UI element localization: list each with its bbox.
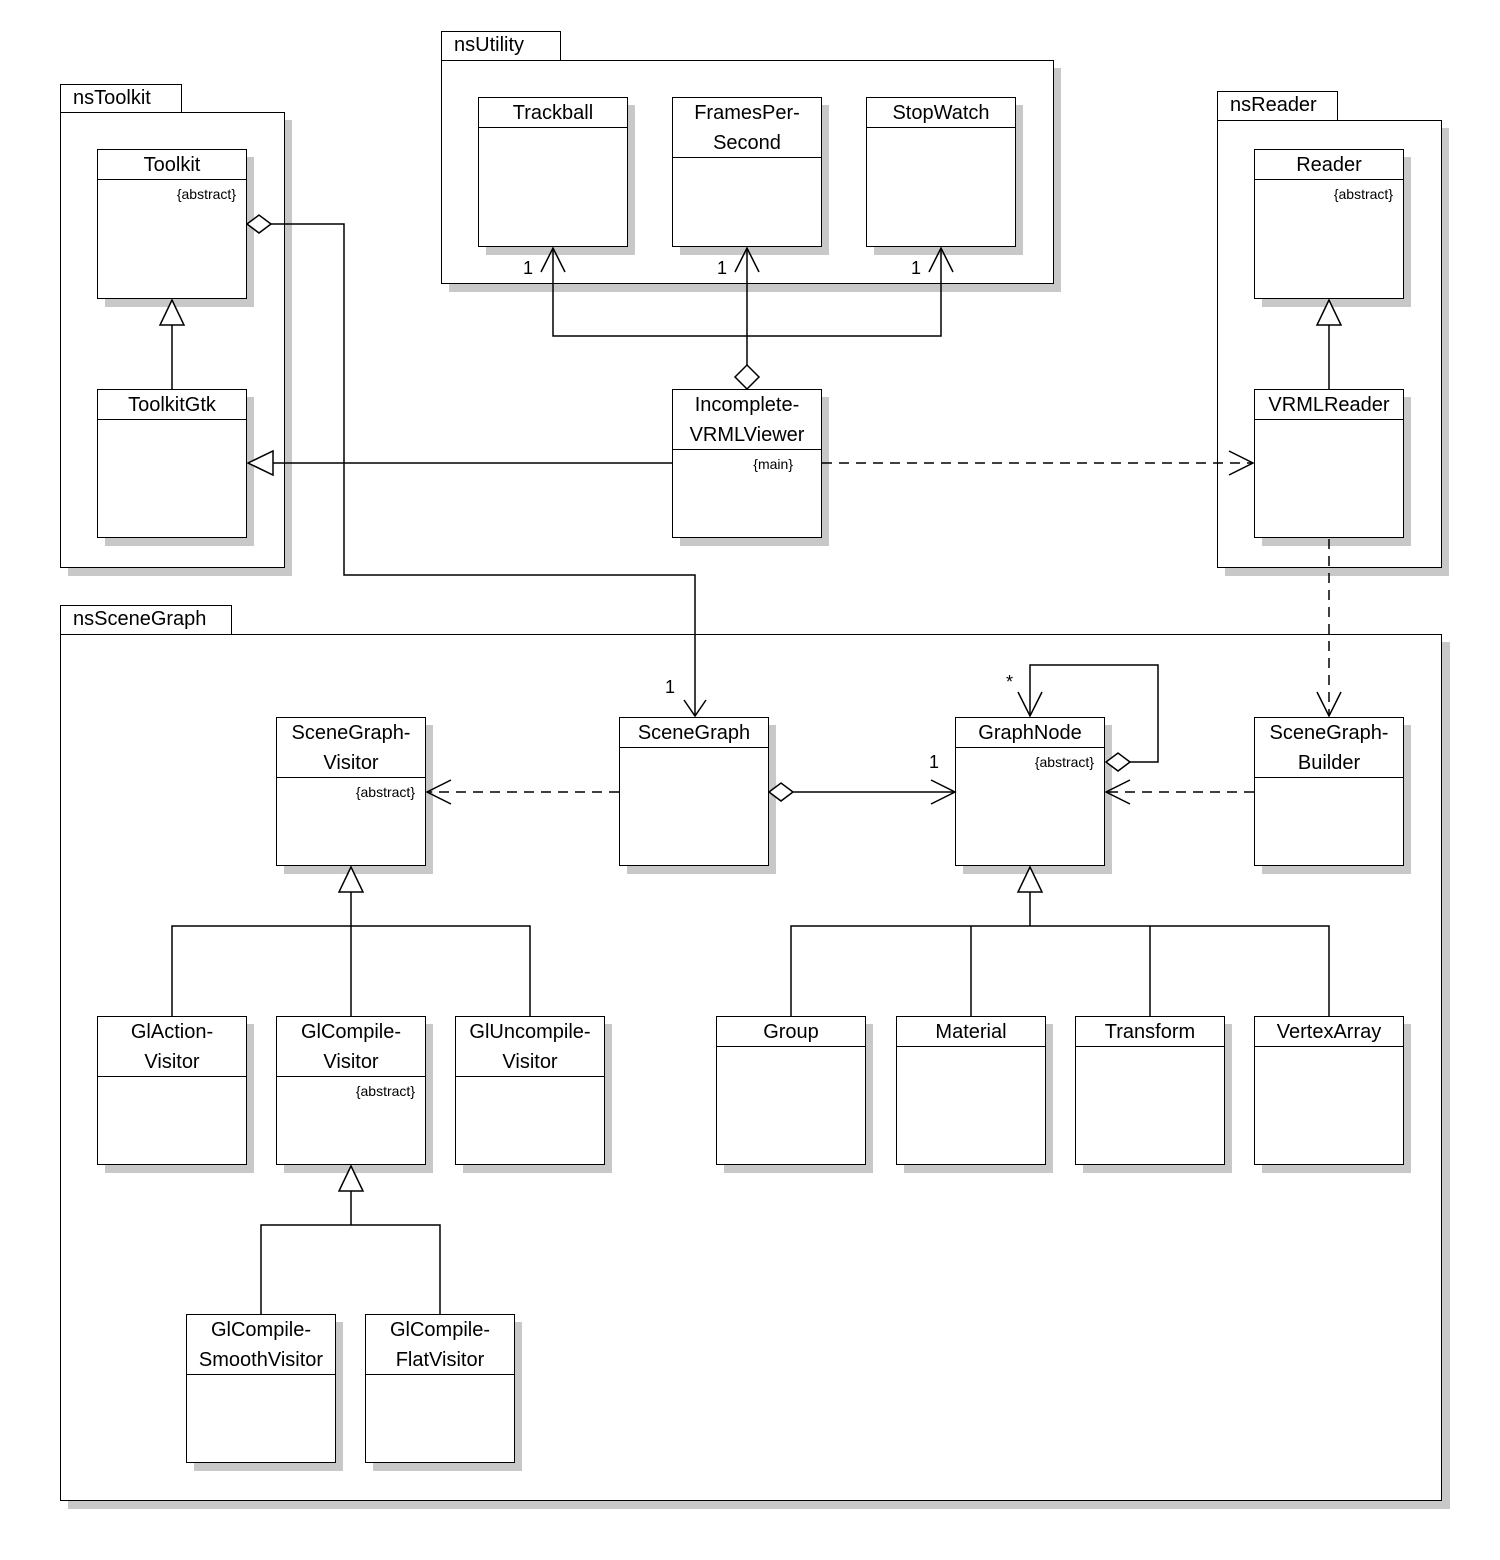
class-name: Reader [1255, 150, 1403, 180]
dependency-arrow [1228, 450, 1255, 476]
class-glcompilevisitor[interactable]: GlCompile- Visitor {abstract} [276, 1016, 426, 1165]
generalization-arrow [337, 1164, 365, 1192]
dependency-arrow [425, 779, 452, 805]
class-gluncompilevisitor[interactable]: GlUncompile- Visitor [455, 1016, 605, 1165]
class-trackball[interactable]: Trackball [478, 97, 628, 247]
class-name: GlCompile- Visitor [277, 1017, 425, 1077]
class-name: SceneGraph- Visitor [277, 718, 425, 778]
class-glactionvisitor[interactable]: GlAction- Visitor [97, 1016, 247, 1165]
multiplicity-trackball: 1 [523, 258, 534, 278]
multiplicity-stopwatch: 1 [911, 258, 922, 278]
generalization-arrow [246, 449, 274, 477]
class-glcompileflatvisitor[interactable]: GlCompile- FlatVisitor [365, 1314, 515, 1463]
class-name: Trackball [479, 98, 627, 128]
class-material[interactable]: Material [896, 1016, 1046, 1165]
class-name: Group [717, 1017, 865, 1047]
class-group[interactable]: Group [716, 1016, 866, 1165]
class-name: VertexArray [1255, 1017, 1403, 1047]
aggregation-line [271, 223, 696, 716]
class-name: Material [897, 1017, 1045, 1047]
class-stereotype: {abstract} [1333, 186, 1393, 202]
class-framespersecond[interactable]: FramesPer- Second [672, 97, 822, 247]
class-toolkit[interactable]: Toolkit {abstract} [97, 149, 247, 299]
class-vrmlreader[interactable]: VRMLReader [1254, 389, 1404, 538]
aggregation-diamond [733, 363, 761, 391]
multiplicity-fps: 1 [717, 258, 728, 278]
class-stereotype: {abstract} [176, 186, 236, 202]
class-reader[interactable]: Reader {abstract} [1254, 149, 1404, 299]
aggregation-line [1029, 664, 1159, 763]
generalization-arrow [158, 298, 186, 326]
association-arrow [928, 246, 954, 273]
class-scenegraphbuilder[interactable]: SceneGraph- Builder [1254, 717, 1404, 866]
aggregation-diamond [245, 214, 273, 234]
aggregation-diamond [1104, 752, 1132, 772]
multiplicity-graphnode-children: * [1006, 672, 1014, 692]
association-line [552, 248, 942, 337]
generalization-arrow [337, 865, 365, 893]
multiplicity-scenegraph: 1 [665, 677, 676, 697]
class-name: StopWatch [867, 98, 1015, 128]
aggregation-diamond [767, 782, 795, 802]
association-arrow [1017, 691, 1043, 718]
class-scenegraph[interactable]: SceneGraph [619, 717, 769, 866]
dependency-arrow [1316, 691, 1342, 718]
class-incompletevrmlviewer[interactable]: Incomplete- VRMLViewer {main} [672, 389, 822, 538]
association-arrow [683, 699, 707, 718]
class-stereotype: {abstract} [355, 1083, 415, 1099]
generalization-arrow [1315, 298, 1343, 326]
association-arrow [734, 246, 760, 273]
association-arrow [930, 779, 957, 805]
class-transform[interactable]: Transform [1075, 1016, 1225, 1165]
class-name: GlCompile- FlatVisitor [366, 1315, 514, 1375]
class-name: Transform [1076, 1017, 1224, 1047]
dependency-arrow [1104, 779, 1131, 805]
class-name: Incomplete- VRMLViewer [673, 390, 821, 450]
class-name: Toolkit [98, 150, 246, 180]
package-tab-nstoolkit: nsToolkit [60, 84, 182, 114]
class-name: SceneGraph [620, 718, 768, 748]
generalization-line [790, 925, 1330, 1016]
generalization-arrow [1016, 865, 1044, 893]
class-vertexarray[interactable]: VertexArray [1254, 1016, 1404, 1165]
generalization-line [260, 1224, 441, 1314]
class-glcompilesmoothvisitor[interactable]: GlCompile- SmoothVisitor [186, 1314, 336, 1463]
class-name: GlUncompile- Visitor [456, 1017, 604, 1077]
class-name: ToolkitGtk [98, 390, 246, 420]
class-name: SceneGraph- Builder [1255, 718, 1403, 778]
class-name: VRMLReader [1255, 390, 1403, 420]
class-stopwatch[interactable]: StopWatch [866, 97, 1016, 247]
class-stereotype: {abstract} [1034, 754, 1094, 770]
class-scenegraphvisitor[interactable]: SceneGraph- Visitor {abstract} [276, 717, 426, 866]
class-stereotype: {main} [753, 456, 793, 472]
class-toolkitgtk[interactable]: ToolkitGtk [97, 389, 247, 538]
generalization-line [171, 925, 531, 1016]
class-name: GlAction- Visitor [98, 1017, 246, 1077]
class-stereotype: {abstract} [355, 784, 415, 800]
class-name: GraphNode [956, 718, 1104, 748]
multiplicity-graphnode-root: 1 [929, 752, 940, 772]
association-arrow [540, 246, 566, 273]
class-name: FramesPer- Second [673, 98, 821, 158]
class-name: GlCompile- SmoothVisitor [187, 1315, 335, 1375]
